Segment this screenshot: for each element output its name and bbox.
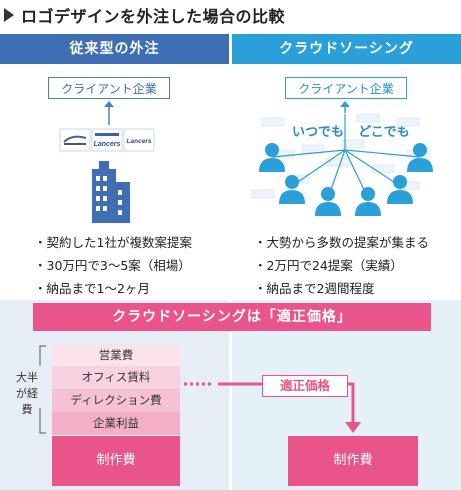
left-client-box: クライアント企業 (48, 77, 170, 99)
left-header: 従来型の外注 (0, 34, 229, 64)
bracket-label: 大半が経費 (16, 371, 38, 416)
vendor-logo-1 (59, 128, 91, 152)
anytime-label: いつでも (292, 125, 344, 140)
left-bullets: ・契約した1社が複数案提案 ・30万円で3～5案（相場） ・納品まで1～2ヶ月 (34, 231, 192, 300)
up-arrow-icon (340, 101, 350, 113)
down-arrow-icon (345, 422, 361, 433)
left-diagram: Lancers Lancers (59, 101, 155, 223)
cost-office-rent: オフィス賃料 (52, 366, 180, 389)
right-bullet-1: ・大勢から多数の提案が集まる (254, 235, 430, 250)
vendor-logo-2: Lancers (91, 128, 123, 152)
bracket-icon (39, 345, 46, 434)
person-icon (279, 175, 305, 204)
person-icon (259, 143, 285, 172)
page-title: ロゴデザインを外注した場合の比較 (21, 7, 286, 26)
fair-price-banner: クラウドソーシングは「適正価格」 (33, 303, 431, 331)
right-client-box: クライアント企業 (285, 77, 407, 99)
cost-sales: 営業費 (52, 344, 180, 366)
left-bullet-2: ・30万円で3～5案（相場） (34, 258, 191, 273)
right-bullet-3: ・納品まで2週間程度 (254, 281, 375, 296)
person-icon (387, 175, 413, 204)
fair-price-tag: 適正価格 (262, 375, 348, 397)
left-bullet-1: ・契約した1社が複数案提案 (34, 235, 192, 250)
person-icon (315, 187, 341, 216)
right-diagram: いつでも どこでも (251, 101, 433, 216)
left-bullet-3: ・納品まで1～2ヶ月 (34, 281, 150, 296)
person-icons (259, 143, 433, 216)
triangle-arrow-icon (4, 8, 14, 22)
right-bullet-2: ・2万円で24提案（実績） (254, 258, 403, 273)
vendor-logo-2-text: Lancers (94, 141, 121, 148)
page-title-row: ロゴデザインを外注した場合の比較 (4, 4, 285, 26)
vendor-logo-3: Lancers (123, 128, 155, 152)
cost-direction: ディレクション費 (52, 389, 180, 412)
vendor-logo-3-text: Lancers (127, 138, 152, 145)
person-icon (407, 143, 433, 172)
person-icon (355, 187, 381, 216)
cost-profit: 企業利益 (52, 412, 180, 435)
anywhere-label: どこでも (358, 125, 410, 140)
cost-production-right: 制作費 (288, 436, 418, 486)
up-arrow-icon (104, 101, 114, 125)
connection-lines (271, 114, 421, 199)
cost-production-left: 制作費 (52, 436, 180, 486)
right-bullets: ・大勢から多数の提案が集まる ・2万円で24提案（実績） ・納品まで2週間程度 (254, 231, 429, 300)
right-header: クラウドソーシング (232, 34, 461, 64)
